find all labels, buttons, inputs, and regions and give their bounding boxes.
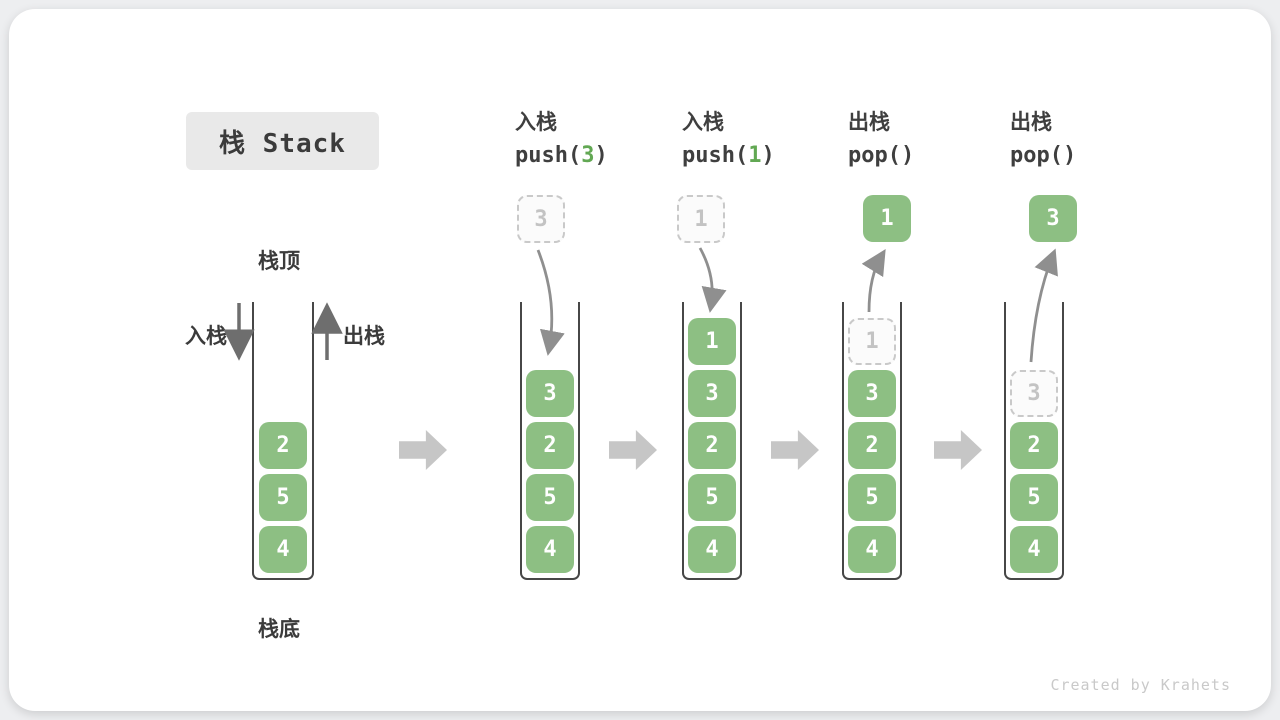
stack-cell: 2 <box>259 422 307 469</box>
stack-cell: 4 <box>1010 526 1058 573</box>
op-code-post: ) <box>900 143 915 168</box>
stack-cell-dashed: 1 <box>848 318 896 365</box>
stack-cell: 5 <box>1010 474 1058 521</box>
stack-container-push-1: 1 3 2 5 4 <box>682 302 742 580</box>
stack-cell: 5 <box>526 474 574 521</box>
stack-cell: 3 <box>526 370 574 417</box>
stack-cell: 4 <box>848 526 896 573</box>
op-name-cn: 出栈 <box>848 111 890 134</box>
op-name-cn: 入栈 <box>682 111 724 134</box>
op-label-push-1: 入栈 push(1) <box>682 108 842 174</box>
incoming-value-box: 3 <box>517 195 565 243</box>
stack-cell: 4 <box>526 526 574 573</box>
title-box: 栈 Stack <box>186 112 379 170</box>
op-code-arg: 1 <box>748 143 762 168</box>
push-1-arrow <box>698 247 727 313</box>
op-code: pop() <box>848 138 1008 174</box>
stack-container-initial: 2 5 4 <box>252 302 314 580</box>
op-code-pre: pop( <box>848 143 901 168</box>
op-code: push(3) <box>515 138 675 174</box>
next-state-arrow-icon <box>609 430 657 470</box>
push-side-label: 入栈 <box>185 325 227 348</box>
next-state-arrow-icon <box>934 430 982 470</box>
op-code-post: ) <box>594 143 608 168</box>
op-code-arg: 3 <box>581 143 595 168</box>
op-code-pre: pop( <box>1010 143 1063 168</box>
stack-container-pop-1: 1 3 2 5 4 <box>842 302 902 580</box>
op-code-post: ) <box>1062 143 1077 168</box>
stack-cell: 3 <box>688 370 736 417</box>
next-state-arrow-icon <box>399 430 447 470</box>
op-name-cn: 入栈 <box>515 111 557 134</box>
incoming-value-box: 1 <box>677 195 725 243</box>
op-name-cn: 出栈 <box>1010 111 1052 134</box>
watermark: Created by Krahets <box>1050 676 1231 694</box>
stack-cell: 1 <box>688 318 736 365</box>
popped-value-box: 3 <box>1029 195 1077 242</box>
stack-container-pop-3: 3 2 5 4 <box>1004 302 1064 580</box>
op-code: push(1) <box>682 138 842 174</box>
op-label-pop-1: 出栈 pop() <box>848 108 1008 174</box>
op-code-post: ) <box>761 143 775 168</box>
stack-cell: 4 <box>259 526 307 573</box>
op-label-pop-3: 出栈 pop() <box>1010 108 1170 174</box>
stack-cell: 2 <box>688 422 736 469</box>
stack-cell: 5 <box>259 474 307 521</box>
stack-top-label: 栈顶 <box>258 250 300 273</box>
page-title: 栈 Stack <box>219 128 346 159</box>
op-code: pop() <box>1010 138 1170 174</box>
stack-cell: 5 <box>688 474 736 521</box>
popped-value-box: 1 <box>863 195 911 242</box>
next-state-arrow-icon <box>771 430 819 470</box>
diagram-card: 栈 Stack 入栈 push(3) 入栈 push(1) 出栈 pop() 出… <box>9 9 1271 711</box>
stack-cell: 2 <box>1010 422 1058 469</box>
stack-container-push-3: 3 2 5 4 <box>520 302 580 580</box>
pop-side-label: 出栈 <box>343 325 385 348</box>
op-code-pre: push( <box>682 143 749 168</box>
stack-cell: 2 <box>526 422 574 469</box>
stack-cell-dashed: 3 <box>1010 370 1058 417</box>
stack-cell: 5 <box>848 474 896 521</box>
stack-cell: 3 <box>848 370 896 417</box>
stack-bottom-label: 栈底 <box>258 618 300 641</box>
stack-cell: 4 <box>688 526 736 573</box>
stack-cell: 2 <box>848 422 896 469</box>
op-code-pre: push( <box>515 143 582 168</box>
op-label-push-3: 入栈 push(3) <box>515 108 675 174</box>
